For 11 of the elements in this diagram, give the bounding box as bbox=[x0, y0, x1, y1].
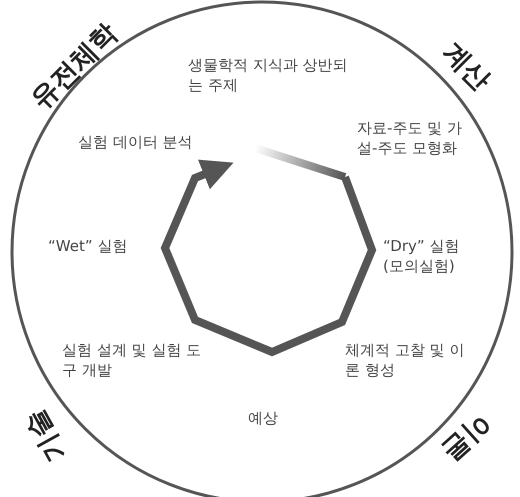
arc-label: 기술 bbox=[18, 404, 74, 468]
stage-label: “Dry” 실험 (모의실험) bbox=[383, 236, 460, 276]
arc-label: 이론 bbox=[435, 407, 498, 470]
stage-label: 생물학적 지식과 상반되는 주제 bbox=[188, 55, 348, 95]
arc-label: 계산 bbox=[436, 35, 498, 98]
stage-label: 예상 bbox=[248, 408, 279, 428]
stage-label: “Wet” 실험 bbox=[48, 236, 128, 256]
stage-label: 실험 데이터 분석 bbox=[78, 132, 194, 152]
stage-label: 체계적 고찰 및 이론 형성 bbox=[345, 340, 466, 380]
stage-label: 실험 설계 및 실험 도구 개발 bbox=[62, 340, 202, 380]
stage-label: 자료-주도 및 가설-주도 모형화 bbox=[357, 118, 463, 158]
